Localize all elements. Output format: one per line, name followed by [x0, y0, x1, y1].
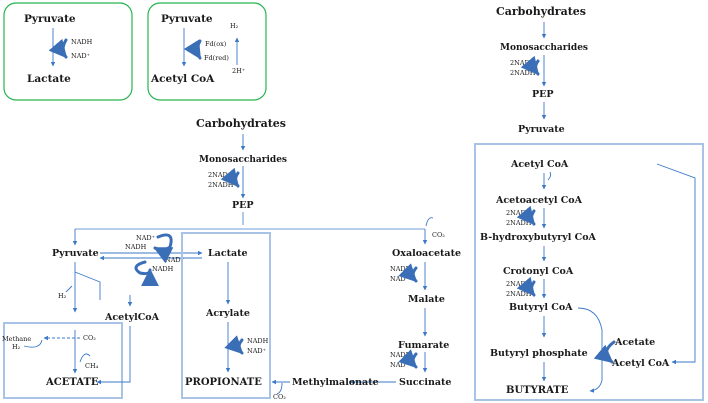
acetylcoa-to-acetate-arrow	[96, 326, 131, 385]
ch4-label: CH₄	[85, 362, 99, 370]
two-nadh-label-right: 2NADH	[510, 69, 536, 77]
butyrate-label: BUTYRATE	[506, 385, 569, 396]
nad-cycle-arrow-top	[153, 233, 174, 264]
acrylate-label: Acrylate	[205, 308, 250, 319]
nadh-label-pyr-lac: NADH	[125, 243, 147, 251]
two-nad-label-hydroxy: 2NAD⁺	[506, 209, 529, 217]
succinate-label: Succinate	[399, 377, 451, 388]
nad-cycle-arrow-bottom	[134, 260, 159, 287]
h2-label-box2: H₂	[230, 22, 239, 30]
two-h-label: 2H⁺	[232, 67, 245, 75]
pep-label-middle: PEP	[232, 200, 254, 211]
nad-label-pyr-lac: NAD⁺	[136, 234, 155, 242]
two-nadh-label-middle: 2NADH	[208, 181, 234, 189]
fd-ox-label: Fd(ox)	[205, 40, 227, 48]
pyruvate-label-box1: Pyruvate	[24, 13, 76, 25]
pep-branch-line	[75, 212, 425, 230]
lactate-label-box1: Lactate	[27, 73, 71, 85]
nad-label-acrylate: NAD⁺	[247, 347, 266, 355]
nadh-label-box1: NADH	[71, 38, 93, 46]
acetylcoa-condense-curve	[547, 171, 552, 181]
methane-label: Methane	[2, 335, 31, 343]
acetylcoa-formation-box	[147, 2, 267, 101]
acetate-label: ACETATE	[45, 377, 99, 388]
two-nad-label-middle: 2NAD⁺	[208, 171, 231, 179]
acetoacetylcoa-label: Acetoacetyl CoA	[495, 195, 583, 206]
hydroxybutyrylcoa-label: B-hydroxybutyryl CoA	[480, 232, 597, 243]
nadh-label-lac-pyr: NADH	[152, 265, 174, 273]
pep-label-right: PEP	[532, 89, 554, 100]
pyruvate-to-acetylcoa-line	[74, 271, 101, 300]
carbohydrates-label-right: Carbohydrates	[496, 5, 586, 18]
nadh-label-oxalo: NADH	[390, 265, 412, 273]
co2-label-methylmalonate: CO₂	[273, 393, 286, 401]
oxaloacetate-label: Oxaloacetate	[392, 248, 461, 259]
acetylcoa-label-transferase: Acetyl CoA	[611, 358, 670, 369]
acetylcoa-label-box2: Acetyl CoA	[150, 73, 215, 85]
nad-label-fumarate: NAD⁺	[390, 361, 409, 369]
malate-label: Malate	[408, 294, 445, 305]
nad-label-box1: NAD⁺	[71, 52, 90, 60]
acetylcoa-label-middle: AcetylCoA	[104, 312, 160, 323]
nad-label-oxalo: NAD⁺	[390, 275, 409, 283]
hydroxy-nad-cofactor-arrow	[516, 205, 536, 226]
nad-label-lac-pyr: NAD⁺	[165, 256, 184, 264]
fumarate-label: Fumarate	[398, 340, 449, 351]
acrylate-nad-cofactor-arrow	[224, 335, 244, 355]
nadh-label-acrylate: NADH	[247, 337, 269, 345]
acetylcoa-recycle-arrow	[656, 163, 696, 365]
h2-to-methane-curve	[23, 339, 43, 348]
h2-label-methane: H₂	[12, 343, 21, 351]
butyrylphosphate-label: Butyryl phosphate	[490, 348, 588, 359]
fd-red-label: Fd(red)	[204, 54, 229, 62]
h2-tick	[65, 285, 73, 293]
fumarate-nad-cofactor-arrow	[398, 349, 418, 369]
crotonyl-nad-cofactor-arrow	[516, 276, 536, 297]
co2-release-curve	[276, 382, 283, 395]
two-nadh-label-crotonyl: 2NADH	[506, 290, 532, 298]
crotonylcoa-label: Crotonyl CoA	[503, 266, 574, 277]
nadh-cofactor-arrow-box1	[48, 38, 68, 59]
pyruvate-label-box2: Pyruvate	[161, 13, 213, 25]
h2-label-acetate: H₂	[58, 292, 67, 300]
oxalo-nad-cofactor-arrow	[398, 263, 418, 283]
two-nad-label-right: 2NAD⁺	[510, 59, 533, 67]
monosaccharides-label-middle: Monosaccharides	[199, 155, 287, 165]
propionate-label: PROPIONATE	[185, 377, 262, 388]
co2-label-oxalo: CO₂	[432, 231, 445, 239]
methylmalonate-label: Methylmalonate	[292, 377, 379, 388]
nad-cofactor-arrow-middle	[220, 167, 240, 188]
co2-label-acetate: CO₂	[83, 334, 96, 342]
lactate-fermentation-box	[3, 2, 133, 101]
butyrate-box	[474, 143, 704, 401]
acetylcoa-label-right: Acetyl CoA	[510, 159, 569, 170]
co2-fix-curve	[425, 217, 434, 227]
acetate-label-right: Acetate	[614, 337, 655, 348]
propionate-box	[181, 232, 271, 399]
coa-transferase-arrow	[593, 340, 616, 364]
pyruvate-label-right: Pyruvate	[518, 124, 565, 135]
acetate-box	[3, 322, 123, 399]
ch4-curve	[79, 353, 91, 363]
nad-cofactor-arrow-right	[520, 55, 540, 76]
butyrylcoa-label: Butyryl CoA	[509, 302, 573, 313]
lactate-label-middle: Lactate	[208, 248, 248, 259]
pyruvate-label-middle: Pyruvate	[52, 248, 99, 259]
two-nad-label-crotonyl: 2NAD⁺	[506, 280, 529, 288]
monosaccharides-label-right: Monosaccharides	[500, 43, 588, 53]
carbohydrates-label-middle: Carbohydrates	[196, 117, 286, 130]
nadh-label-fumarate: NADH	[390, 351, 412, 359]
two-nadh-label-hydroxy: 2NADH	[506, 219, 532, 227]
fd-cofactor-arrow	[183, 39, 202, 60]
